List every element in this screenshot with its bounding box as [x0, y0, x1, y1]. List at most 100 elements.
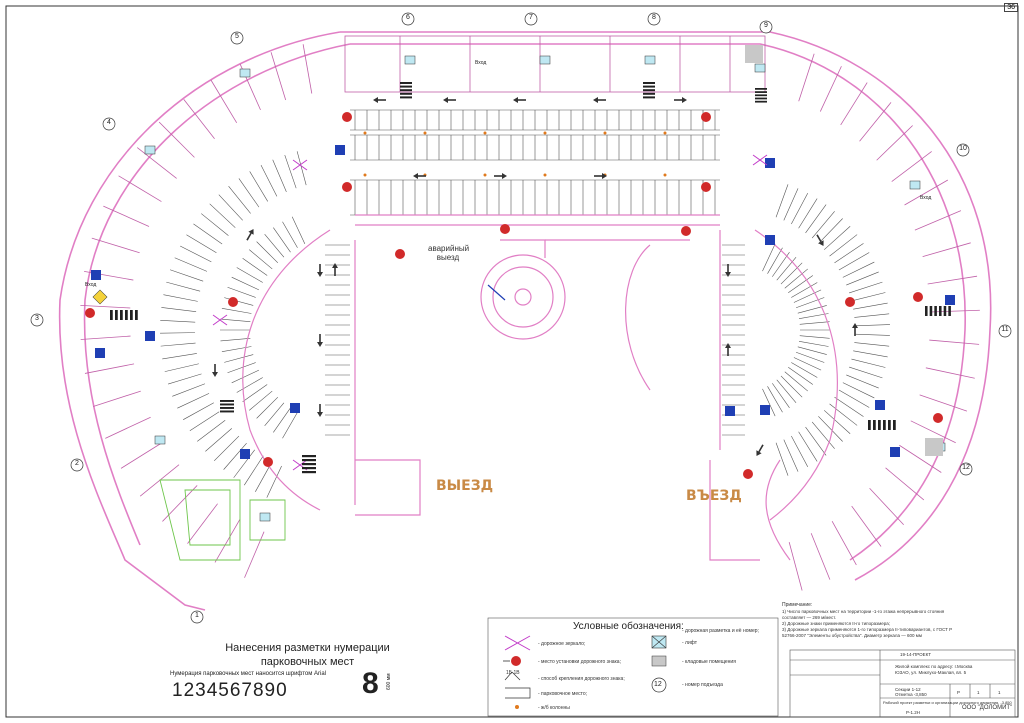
legend-item-sign-post: - место установки дорожного знака; [538, 659, 621, 665]
curved-space-divider [775, 184, 789, 218]
info-sign [145, 331, 155, 341]
legend-item-parking-space: - парковочное место; [538, 691, 588, 697]
zebra-stripe [883, 420, 886, 430]
digit-example-size: 600 мм [386, 673, 392, 690]
curved-space-divider [799, 335, 830, 339]
elevator [239, 68, 251, 78]
numbering-title-line1: Нанесения разметки нумерации [225, 642, 390, 654]
curved-space-divider [829, 403, 858, 426]
info-sign [765, 235, 775, 245]
zebra-stripe [755, 88, 767, 90]
curved-space-divider [224, 354, 254, 363]
curved-space-divider [793, 289, 822, 303]
zebra-stripe [893, 420, 896, 430]
curved-space-divider [249, 171, 269, 202]
traffic-arrow [593, 97, 606, 103]
stop-sign [913, 292, 923, 302]
curved-space-divider [242, 384, 268, 402]
arrow-shaft [214, 364, 216, 372]
room-divider [859, 102, 892, 142]
curved-space-divider [791, 435, 809, 467]
curved-space-divider [798, 198, 818, 229]
info-sign [240, 449, 250, 459]
curved-space-divider [223, 443, 247, 470]
traffic-arrow [443, 97, 456, 103]
curved-space-divider [772, 383, 790, 408]
legend-icons [503, 635, 667, 709]
curved-space-divider [791, 282, 818, 298]
numbering-caption: Нумерация парковочных мест наносится шри… [170, 671, 327, 677]
curved-space-divider [818, 416, 843, 442]
stair-circle [959, 462, 973, 476]
curved-space-divider [842, 382, 875, 399]
stair-number: 1 [195, 612, 199, 619]
zebra-stripe [302, 463, 316, 466]
zebra-stripe [302, 467, 316, 470]
traffic-arrow [246, 228, 254, 241]
zebra-stripe [948, 306, 951, 316]
room-divider [80, 304, 131, 309]
curved-space-divider [788, 367, 813, 385]
curved-space-divider [854, 324, 890, 327]
emergency-exit-line1: аварийный [428, 244, 470, 253]
curved-space-divider [854, 342, 890, 347]
room-divider [139, 464, 180, 497]
curved-space-divider [795, 297, 825, 309]
elevator [404, 55, 416, 65]
room-divider [831, 520, 857, 566]
stair-number: 5 [235, 33, 239, 40]
room-divider [210, 79, 238, 124]
arrow-shaft [319, 404, 321, 412]
curved-space-divider [823, 226, 851, 250]
stop-sign [743, 469, 753, 479]
arrow-shaft [518, 99, 526, 101]
zebra-stripe [220, 403, 234, 406]
numbering-title-line2: парковочных мест [260, 656, 355, 668]
arrow-head [818, 240, 824, 247]
priority-sign [92, 289, 108, 305]
curved-space-divider [273, 407, 291, 433]
curved-space-divider [266, 465, 282, 498]
arrow-shaft [418, 175, 426, 177]
curved-space-divider [249, 390, 273, 411]
curved-space-divider [834, 243, 864, 264]
title-block-sheets: 1 [998, 690, 1001, 695]
curved-space-divider [167, 373, 202, 385]
arrow-shaft [319, 334, 321, 342]
curved-space-divider [795, 351, 825, 363]
note-line-2: составляет — 269 м/мест. [782, 615, 837, 620]
elevator [754, 63, 766, 73]
title-block-address: ЮЗАО, ул. Миклухо-Маклая, вл. 5 [895, 670, 967, 675]
stop-sign [701, 182, 711, 192]
emergency-exit-line2: выезд [436, 253, 460, 262]
arrow-head [212, 372, 218, 377]
zebra-stripe [400, 89, 412, 92]
curved-space-divider [838, 389, 870, 408]
stair-number: 6 [406, 14, 410, 21]
room-divider [925, 367, 975, 379]
central-ramp [480, 239, 690, 340]
curved-space-divider [762, 243, 776, 272]
curved-space-divider [236, 267, 263, 283]
curved-space-divider [829, 234, 858, 257]
legend-item-entrance-number: - номер подъезда [682, 682, 723, 688]
curved-space-divider [220, 318, 251, 323]
stair-circle [759, 20, 773, 34]
entrance-label-right: Вход [920, 195, 932, 201]
stair-number: 10 [959, 145, 967, 152]
emergency-exit-label: аварийный выезд [428, 244, 470, 262]
sign-mount-icon [504, 671, 521, 681]
zebra-stripe [400, 82, 412, 84]
column [483, 173, 487, 177]
curved-space-divider [823, 410, 851, 434]
arrow-head [602, 173, 607, 179]
mirror-mark [752, 154, 768, 166]
room-divider [840, 82, 868, 126]
zebra-stripe [400, 85, 412, 88]
room-divider [214, 518, 241, 563]
arrow-shaft [758, 444, 764, 453]
note-line-1: 1) Число парковочных мест на территории … [782, 609, 945, 614]
zebra-stripe [220, 410, 234, 413]
title-block-plan-title: Рабочий проект разметки и организации до… [883, 700, 1012, 705]
